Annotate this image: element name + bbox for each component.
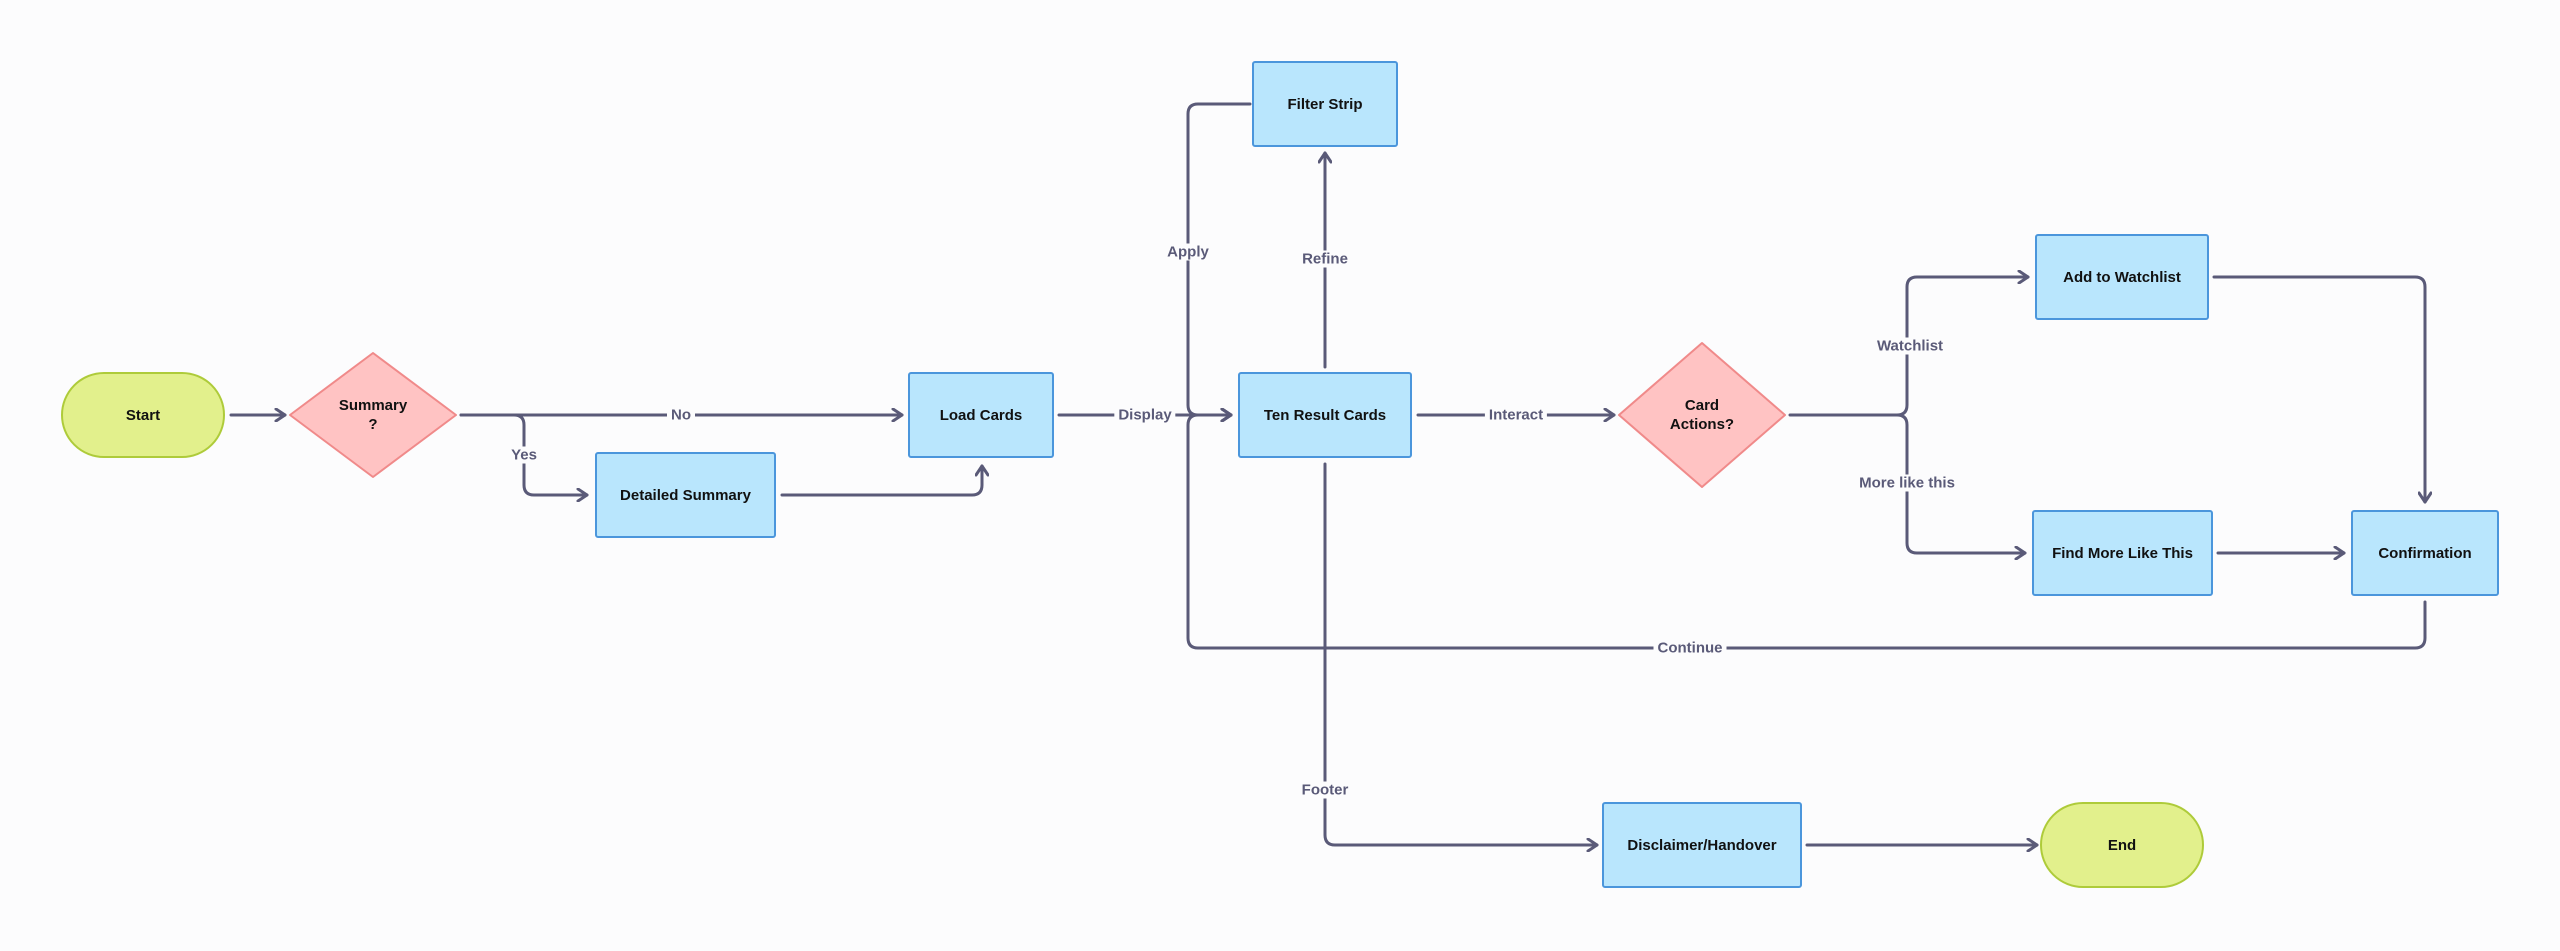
ten-result-cards-node: Ten Result Cards xyxy=(1238,372,1412,458)
filter-strip-node: Filter Strip xyxy=(1252,61,1398,147)
detailed-summary-label: Detailed Summary xyxy=(620,486,751,504)
disclaimer-handover-label: Disclaimer/Handover xyxy=(1627,836,1777,854)
edge-label-footer: Footer xyxy=(1297,781,1353,799)
card-actions-line2: Actions? xyxy=(1669,416,1735,433)
load-cards-label: Load Cards xyxy=(939,406,1023,424)
edge-label-interact: Interact xyxy=(1484,406,1548,424)
add-to-watchlist-label: Add to Watchlist xyxy=(2063,268,2181,286)
detailed-summary-node: Detailed Summary xyxy=(595,452,776,538)
edge-label-watchlist: Watchlist xyxy=(1872,337,1948,355)
edge-watchlist-confirmation xyxy=(2212,275,2425,504)
load-cards-node: Load Cards xyxy=(908,372,1054,458)
add-to-watchlist-node: Add to Watchlist xyxy=(2035,234,2209,320)
end-node: End xyxy=(2040,802,2204,888)
edge-detailed-load xyxy=(780,464,982,497)
summary-decision-line2: ? xyxy=(368,416,378,433)
ten-result-cards-label: Ten Result Cards xyxy=(1263,406,1387,424)
edge-label-refine: Refine xyxy=(1298,250,1352,268)
card-actions-line1: Card xyxy=(1684,397,1720,414)
edge-label-apply: Apply xyxy=(1163,243,1213,261)
card-actions-decision: Card Actions? xyxy=(1642,385,1762,445)
find-more-like-this-node: Find More Like This xyxy=(2032,510,2213,596)
confirmation-label: Confirmation xyxy=(2378,544,2472,562)
edge-label-display: Display xyxy=(1114,406,1176,424)
find-more-like-this-label: Find More Like This xyxy=(2052,544,2193,562)
summary-decision: Summary ? xyxy=(313,385,433,445)
edge-confirmation-results-continue xyxy=(1186,415,2427,650)
edge-actions-more xyxy=(1895,413,2027,553)
filter-strip-label: Filter Strip xyxy=(1287,95,1363,113)
end-label: End xyxy=(2107,836,2137,854)
edge-label-continue: Continue xyxy=(1653,639,1727,657)
edge-label-yes: Yes xyxy=(507,446,541,464)
edge-label-no: No xyxy=(667,406,695,424)
start-label: Start xyxy=(125,406,161,424)
summary-decision-shape xyxy=(289,352,457,478)
edge-label-more-like-this: More like this xyxy=(1855,474,1959,492)
start-node: Start xyxy=(61,372,225,458)
disclaimer-handover-node: Disclaimer/Handover xyxy=(1602,802,1802,888)
edge-results-disclaimer-footer xyxy=(1323,462,1599,845)
card-actions-decision-shape xyxy=(1618,342,1786,488)
confirmation-node: Confirmation xyxy=(2351,510,2499,596)
summary-decision-line1: Summary xyxy=(338,397,408,414)
